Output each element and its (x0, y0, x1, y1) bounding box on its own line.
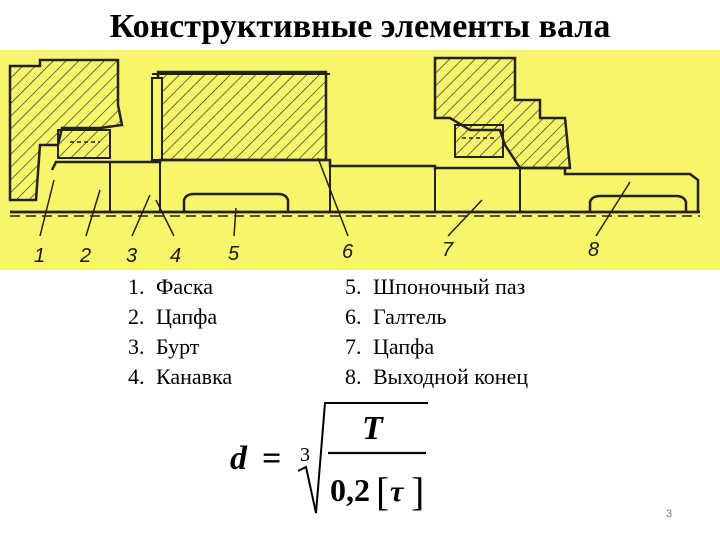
formula-equals: = (262, 440, 281, 477)
keyway-slot (182, 192, 290, 212)
radical-sign (297, 402, 428, 514)
formula-bracket-close: ] (411, 469, 424, 514)
callout-4: 4 (170, 245, 181, 267)
legend-right: 5.Шпоночный паз 6.Галтель 7.Цапфа 8.Выхо… (345, 272, 528, 392)
legend-item: 6.Галтель (345, 304, 447, 329)
drawing-background (0, 50, 720, 270)
legend-item: 2.Цапфа (128, 304, 218, 329)
legend-item: 5.Шпоночный паз (345, 274, 526, 299)
shaft-drawing: 1 2 3 4 5 6 7 8 (0, 50, 720, 270)
left-bearing (57, 129, 111, 159)
shaft-outline (10, 158, 700, 214)
left-housing (8, 58, 124, 202)
legend-item: 3.Бурт (128, 334, 200, 359)
legend-item: 1.Фаска (128, 274, 214, 299)
diameter-formula: d = 3 T 0,2 [ τ ] (230, 402, 428, 514)
formula-denominator-var: τ (390, 475, 405, 508)
formula-numerator: T (362, 410, 384, 447)
callout-2: 2 (79, 245, 91, 267)
formula-bracket-open: [ (376, 469, 389, 514)
callout-3: 3 (126, 245, 137, 267)
callout-8: 8 (588, 239, 599, 261)
callout-6: 6 (342, 241, 354, 263)
callout-7: 7 (442, 239, 454, 261)
legend-item: 4.Канавка (128, 364, 233, 389)
formula-denominator-coef: 0,2 (330, 472, 370, 508)
central-hub (156, 70, 328, 162)
slide-number: 3 (666, 508, 673, 520)
formula-lhs: d (230, 440, 248, 477)
callout-1: 1 (34, 245, 45, 267)
legend-left: 1.Фаска 2.Цапфа 3.Бурт 4.Канавка (128, 272, 232, 392)
legend-item: 7.Цапфа (345, 334, 435, 359)
right-bearing (454, 124, 504, 158)
legend-item: 8.Выходной конец (345, 364, 529, 389)
slide-title: Конструктивные элементы вала (109, 8, 611, 45)
formula-root-index: 3 (300, 444, 310, 466)
keyway-slot-output (588, 194, 688, 212)
callout-5: 5 (228, 243, 240, 265)
